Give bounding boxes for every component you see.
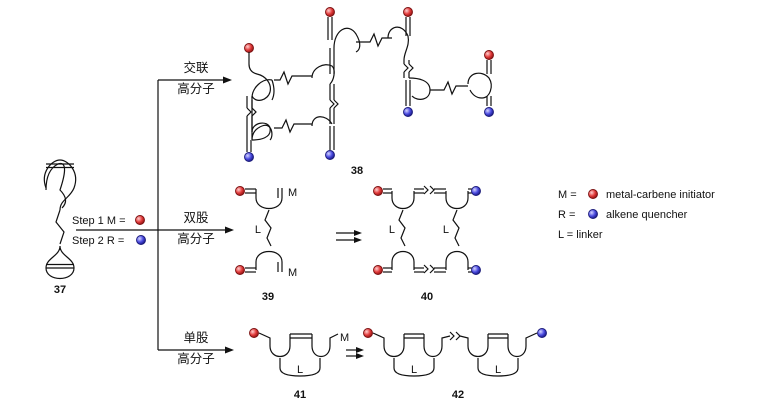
- quencher-icon: [136, 235, 146, 245]
- chain-end-blue-icon: [484, 107, 494, 117]
- linker-label: L: [255, 224, 261, 236]
- arrow-head-top-icon: [223, 76, 232, 84]
- chain-end-red-icon: [244, 43, 254, 53]
- chain-end-red-icon: [363, 328, 373, 338]
- reaction-arrows-bottom: [346, 347, 364, 359]
- crosslinked-network-38: 38: [244, 7, 494, 177]
- branch-arrows: [76, 76, 234, 354]
- chain-end-red-icon: [403, 7, 413, 17]
- single-strand-polymer-42: L L 42: [363, 328, 547, 401]
- metal-label: M: [340, 332, 349, 344]
- initiator-icon: [135, 215, 145, 225]
- linker-label: L: [297, 364, 303, 376]
- compound-40-label: 40: [421, 291, 433, 303]
- chain-end-red-icon: [325, 7, 335, 17]
- crosslinked-label-1: 交联: [183, 60, 209, 75]
- legend-r-label: R =: [558, 209, 575, 221]
- compound-38-label: 38: [351, 165, 363, 177]
- compound-42-label: 42: [452, 389, 464, 401]
- linker-label: L: [389, 224, 395, 236]
- legend-l-text: L = linker: [558, 229, 603, 241]
- arrow-head-middle-icon: [225, 226, 234, 234]
- crosslinked-label-2: 高分子: [177, 81, 215, 96]
- chain-end-red-icon: [373, 265, 383, 275]
- ladder-label-1: 双股: [183, 210, 209, 225]
- linker-label: L: [495, 364, 501, 376]
- legend-initiator-icon: [588, 189, 598, 199]
- ladder-label-2: 高分子: [177, 231, 215, 246]
- legend: M = metal-carbene initiator R = alkene q…: [558, 189, 715, 241]
- chain-end-blue-icon: [537, 328, 547, 338]
- chain-end-red-icon: [249, 328, 259, 338]
- metal-label: M: [288, 187, 297, 199]
- single-label-1: 单股: [183, 330, 209, 345]
- ladder-polymer-40: L L 40: [373, 185, 481, 303]
- linker-label: L: [443, 224, 449, 236]
- chain-end-red-icon: [373, 186, 383, 196]
- step1-label: Step 1 M =: [72, 215, 126, 227]
- single-strand-polymer-41: M L 41: [249, 328, 349, 401]
- chain-end-blue-icon: [471, 265, 481, 275]
- chain-end-red-icon: [484, 50, 494, 60]
- chain-end-blue-icon: [403, 107, 413, 117]
- chain-end-red-icon: [235, 265, 245, 275]
- compound-37-label: 37: [54, 284, 66, 296]
- chain-end-red-icon: [235, 186, 245, 196]
- legend-m-text: metal-carbene initiator: [606, 189, 715, 201]
- legend-quencher-icon: [588, 209, 598, 219]
- chain-end-blue-icon: [471, 186, 481, 196]
- legend-m-label: M =: [558, 189, 577, 201]
- compound-41-label: 41: [294, 389, 306, 401]
- legend-r-text: alkene quencher: [606, 209, 688, 221]
- step2-label: Step 2 R =: [72, 235, 124, 247]
- metal-label: M: [288, 267, 297, 279]
- chain-end-blue-icon: [325, 150, 335, 160]
- compound-39-label: 39: [262, 291, 274, 303]
- monomer-37: 37: [43, 159, 77, 296]
- linker-label: L: [411, 364, 417, 376]
- reaction-arrows-middle: [336, 230, 362, 243]
- arrow-head-bottom-icon: [225, 346, 234, 354]
- chain-end-blue-icon: [244, 152, 254, 162]
- single-label-2: 高分子: [177, 351, 215, 366]
- ladder-polymer-39: M L M 39: [235, 186, 297, 303]
